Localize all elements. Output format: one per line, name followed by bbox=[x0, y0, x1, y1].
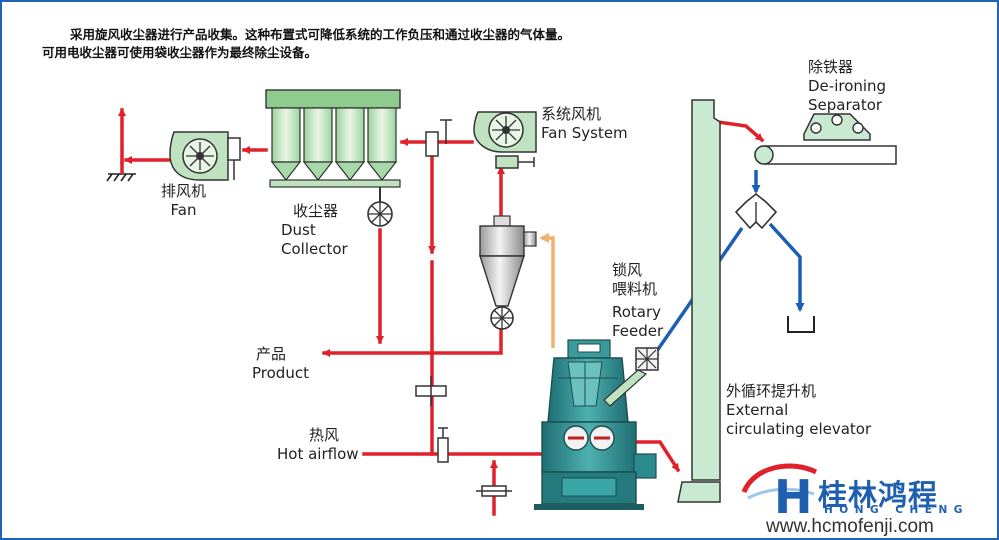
label-de-ironing-en1: De-ironing bbox=[808, 77, 887, 95]
ground-symbol bbox=[106, 162, 136, 182]
label-product: 产品 Product bbox=[252, 345, 309, 383]
logo-english: HONG CHENG bbox=[824, 504, 969, 516]
label-dust-cn: 收尘器 bbox=[293, 202, 339, 220]
valve-top bbox=[425, 119, 452, 157]
label-rotary-cn2: 喂料机 bbox=[612, 280, 658, 298]
intro-line-1: 采用旋风收尘器进行产品收集。这种布置式可降低系统的工作负压和通过收尘器的气体量。 bbox=[70, 27, 571, 42]
valve-bottom bbox=[476, 485, 512, 497]
label-fan-cn: 排风机 bbox=[161, 182, 207, 200]
valve-mid bbox=[415, 376, 447, 406]
return-line bbox=[539, 233, 555, 348]
label-rotary-en1: Rotary bbox=[612, 303, 662, 321]
material-lines bbox=[650, 170, 805, 360]
label-product-en: Product bbox=[252, 364, 309, 382]
logo-letter: H bbox=[774, 470, 813, 524]
label-product-cn: 产品 bbox=[256, 345, 287, 363]
valves bbox=[415, 119, 512, 497]
label-hot-cn: 热风 bbox=[309, 426, 340, 444]
splitter-to-bin-line bbox=[768, 222, 805, 312]
cyclone-product-line bbox=[322, 322, 503, 357]
mill-to-elevator-line bbox=[630, 440, 681, 473]
logo-mark bbox=[741, 463, 818, 500]
label-fan-system: 系统风机 Fan System bbox=[541, 105, 628, 143]
cyclone bbox=[479, 215, 537, 330]
intro-line-2: 可用电收尘器可使用袋收尘器作为最终除尘设备。 bbox=[42, 45, 318, 60]
label-rotary-feeder: 锁风 喂料机 Rotary Feeder bbox=[612, 261, 663, 341]
website-link[interactable]: www.hcmofenji.com bbox=[766, 516, 934, 537]
label-fan-system-en: Fan System bbox=[541, 124, 628, 142]
vertical-mill bbox=[534, 339, 657, 510]
logo-chinese: 桂林鸿程 bbox=[818, 478, 939, 512]
label-fan-en: Fan bbox=[170, 201, 197, 219]
valve-hot bbox=[437, 427, 449, 463]
label-elevator-cn: 外循环提升机 bbox=[726, 382, 817, 400]
label-dust-collector: 收尘器 Dust Collector bbox=[281, 202, 348, 259]
label-elevator-en2: circulating elevator bbox=[726, 420, 872, 438]
label-rotary-cn1: 锁风 bbox=[612, 261, 643, 279]
elevator-to-conveyor-line bbox=[716, 120, 765, 143]
label-fan: 排风机 Fan bbox=[161, 182, 206, 220]
label-de-ironing: 除铁器 De-ironing Separator bbox=[808, 58, 886, 115]
label-de-ironing-en2: Separator bbox=[808, 96, 883, 114]
label-dust-en2: Collector bbox=[281, 240, 348, 258]
rotary-feeder bbox=[603, 347, 659, 407]
label-fan-system-cn: 系统风机 bbox=[541, 105, 602, 123]
system-fan bbox=[473, 111, 537, 169]
belt-conveyor bbox=[754, 145, 897, 165]
splitter bbox=[734, 192, 778, 230]
exhaust-fan bbox=[169, 131, 241, 181]
label-elevator: 外循环提升机 External circulating elevator bbox=[726, 382, 871, 439]
rejects-bin bbox=[787, 316, 815, 333]
label-dust-en1: Dust bbox=[281, 221, 316, 239]
label-hot-en: Hot airflow bbox=[277, 445, 359, 463]
intro-text: 采用旋风收尘器进行产品收集。这种布置式可降低系统的工作负压和通过收尘器的气体量。… bbox=[42, 26, 570, 62]
label-de-ironing-cn: 除铁器 bbox=[808, 58, 854, 76]
dust-collector bbox=[265, 89, 401, 227]
bucket-elevator bbox=[677, 99, 721, 503]
de-ironing-separator bbox=[803, 113, 871, 141]
label-rotary-en2: Feeder bbox=[612, 322, 664, 340]
label-hot-airflow: 热风 Hot airflow bbox=[277, 426, 359, 464]
label-elevator-en1: External bbox=[726, 401, 789, 419]
